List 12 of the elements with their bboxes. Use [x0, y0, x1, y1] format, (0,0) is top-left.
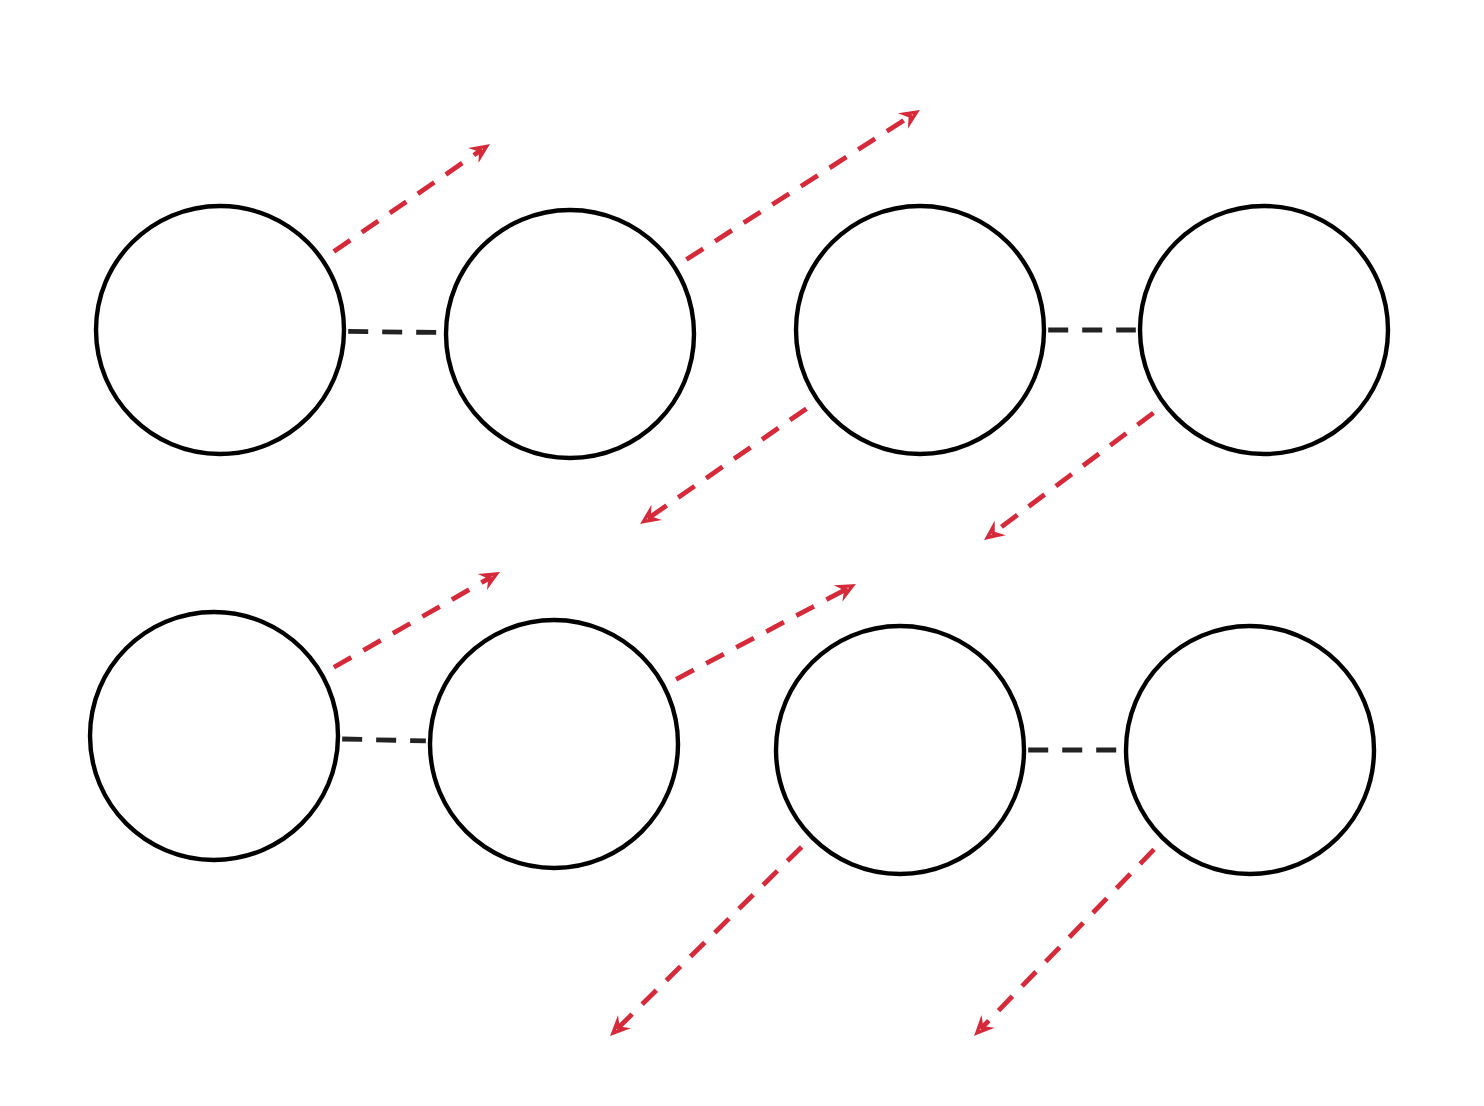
circle-node [443, 207, 697, 461]
circle-node [93, 203, 347, 457]
connector-line [1028, 747, 1122, 753]
connector-line [1048, 327, 1136, 333]
circle-node [87, 609, 341, 863]
connector-line [342, 736, 426, 744]
circle-node [1137, 203, 1391, 457]
circle-node [1123, 623, 1377, 877]
connector-line [348, 329, 442, 335]
circle-node [773, 623, 1027, 877]
circle-node [427, 617, 681, 871]
circle-node [793, 203, 1047, 457]
